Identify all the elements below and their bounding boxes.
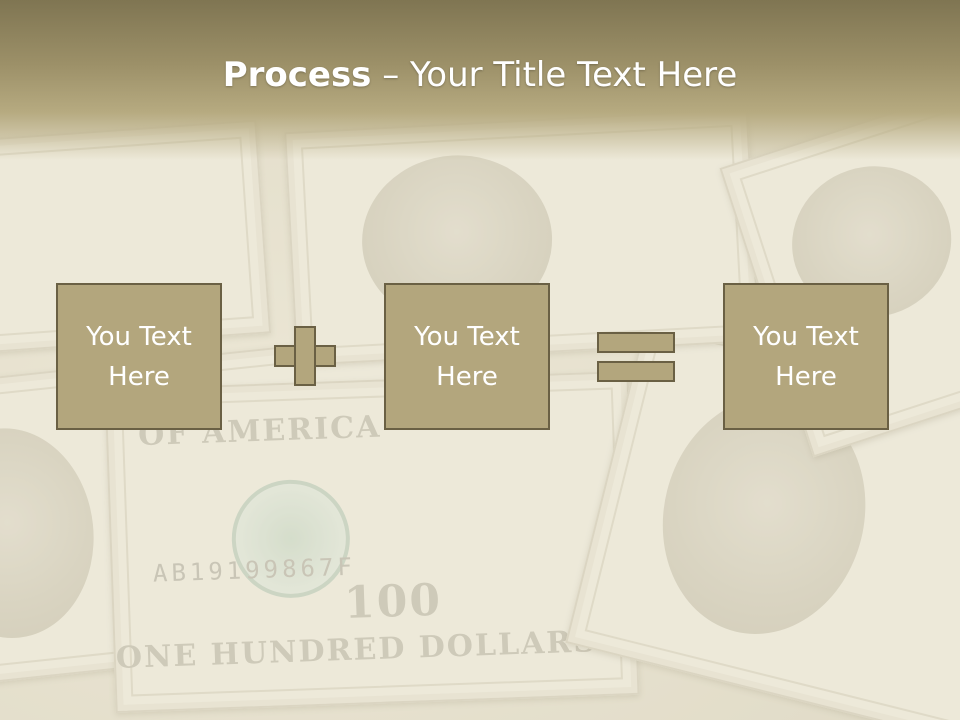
process-box-1-text: You Text Here <box>86 321 192 392</box>
slide-title[interactable]: Process – Your Title Text Here <box>0 50 960 100</box>
process-box-1[interactable]: You Text Here <box>56 283 222 430</box>
process-box-3-text: You Text Here <box>753 321 859 392</box>
process-box-3[interactable]: You Text Here <box>723 283 889 430</box>
title-strong: Process <box>222 55 372 95</box>
title-rest: – Your Title Text Here <box>371 55 738 95</box>
process-box-2-text: You Text Here <box>414 321 520 392</box>
process-box-2[interactable]: You Text Here <box>384 283 550 430</box>
title-banner <box>0 0 960 160</box>
